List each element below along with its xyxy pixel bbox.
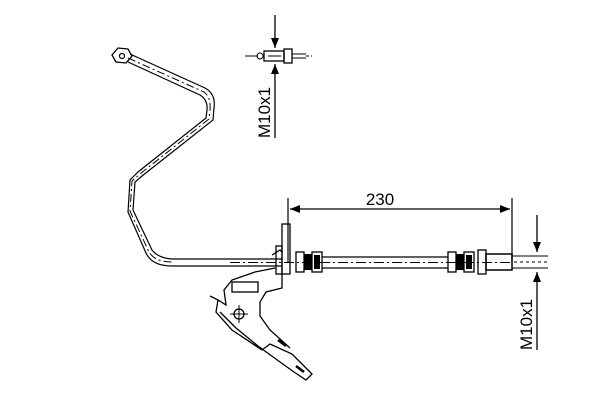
thread-label-top: M10x1 (255, 87, 274, 138)
rigid-brake-pipe (111, 47, 282, 267)
thread-label-right: M10x1 (517, 299, 536, 350)
length-value: 230 (366, 190, 394, 209)
flexible-hose (230, 249, 513, 275)
top-thread-detail: M10x1 (245, 15, 312, 138)
right-thread-dimension: M10x1 (512, 215, 548, 350)
mounting-bracket (209, 223, 313, 381)
length-dimension: 230 (287, 190, 513, 262)
